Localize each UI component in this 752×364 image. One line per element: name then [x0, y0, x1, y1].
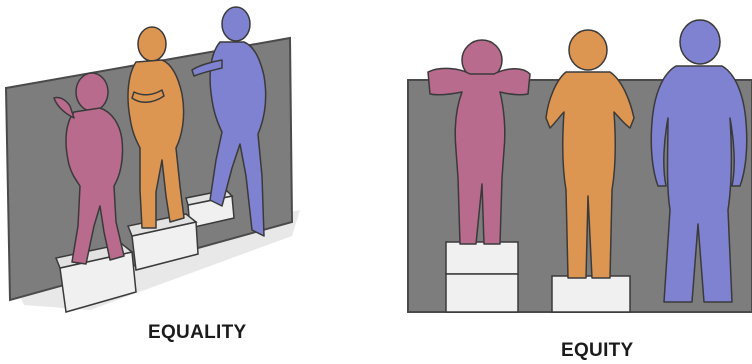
equity-panel — [408, 20, 752, 312]
wooden-crate-icon — [446, 242, 518, 312]
equity-caption: EQUITY — [561, 340, 634, 362]
equality-panel — [6, 7, 300, 312]
wooden-crate-icon — [552, 276, 630, 312]
equality-caption: EQUALITY — [148, 322, 246, 344]
